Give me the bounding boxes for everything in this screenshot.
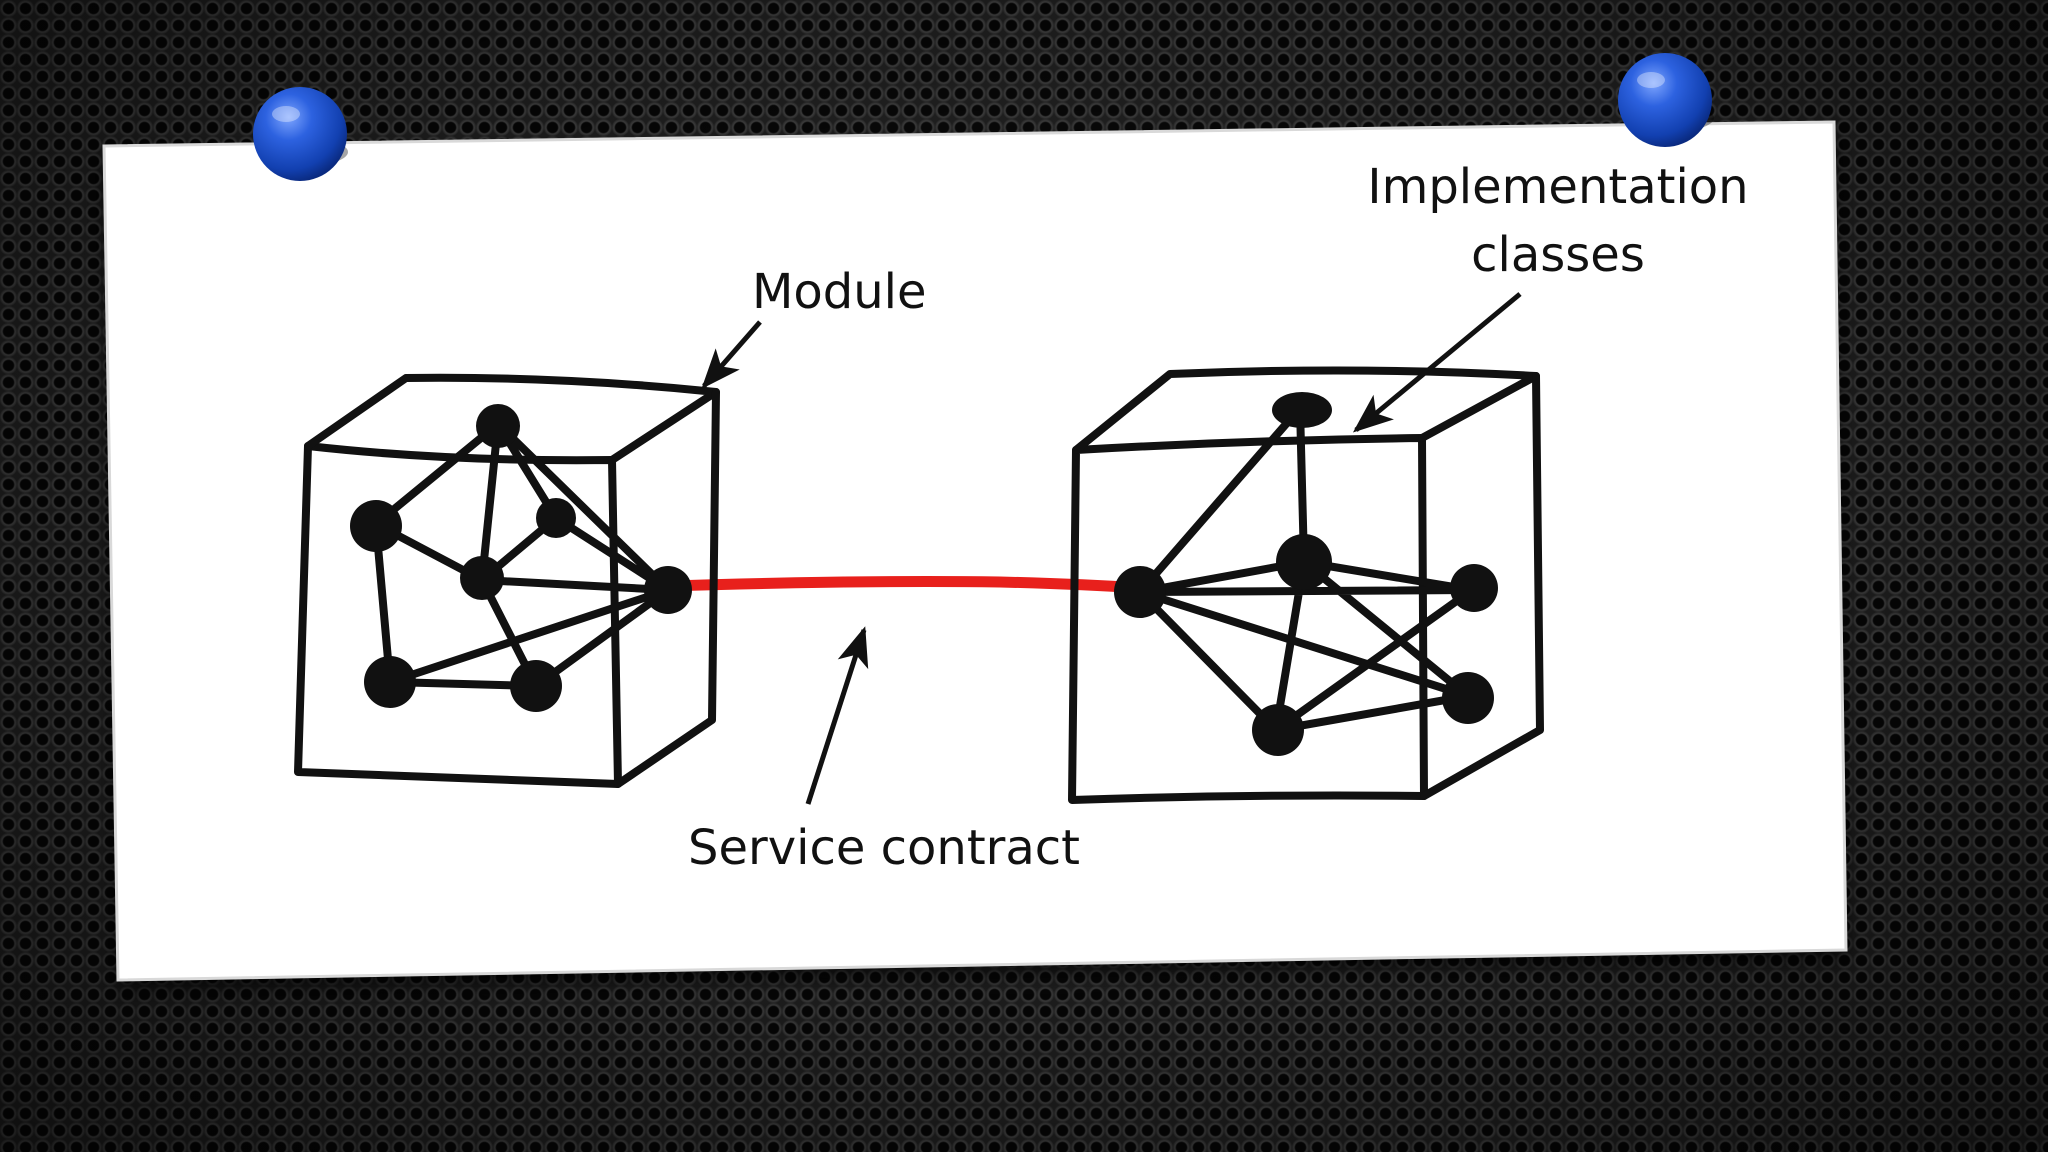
module-label: Module xyxy=(752,264,927,320)
module-cube-icon xyxy=(294,373,720,788)
implementation-label-line2: classes xyxy=(1471,227,1645,283)
module-nodes xyxy=(350,404,692,712)
module-arrow xyxy=(701,320,762,390)
service-contract-arrow xyxy=(805,626,869,805)
implementation-arrow xyxy=(1352,292,1522,433)
service-contract-line xyxy=(662,576,1146,594)
pushpin-icon xyxy=(253,87,348,181)
pushpin-icon xyxy=(1618,53,1714,147)
implementation-nodes xyxy=(1114,392,1498,756)
service-contract-label: Service contract xyxy=(688,820,1080,876)
implementation-label-line1: Implementation xyxy=(1367,159,1748,215)
module-cube-icon xyxy=(1068,366,1544,804)
paper-note xyxy=(102,120,1848,982)
